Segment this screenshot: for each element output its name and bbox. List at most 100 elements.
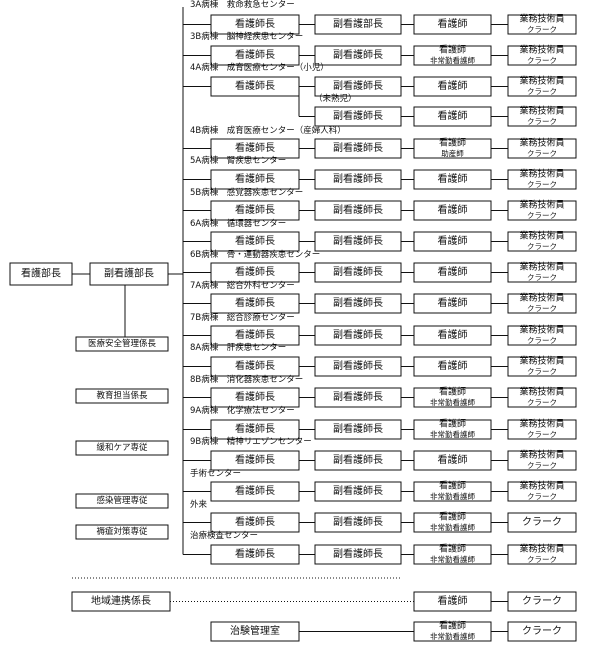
clerk-box-label: 業務技術員 xyxy=(519,199,564,211)
unit-name: 3A病棟 救命救急センター xyxy=(190,0,295,10)
deputy-head-label: 副看護師長 xyxy=(333,141,383,154)
deputy-head-label: 副看護師長 xyxy=(333,203,383,216)
clerk-box xyxy=(507,200,577,221)
clerk-box xyxy=(507,512,577,533)
clerk-box xyxy=(507,591,577,612)
unit-name: 7A病棟 総合外科センター xyxy=(190,280,295,291)
clerk-box xyxy=(507,450,577,471)
nurse-box-label: 非常勤看護師 xyxy=(430,631,475,641)
clerk-box-label: 業務技術員 xyxy=(519,449,564,461)
nurse-box-label: 看護師 xyxy=(438,79,468,92)
clerk-box xyxy=(507,481,577,502)
nurse-box-label: 看護師 xyxy=(438,328,468,341)
unit-name: 8B病棟 消化器疾患センター xyxy=(190,374,303,385)
head-nurse-label: 看護師長 xyxy=(235,515,275,528)
unit-name: 8A病棟 肝疾患センター xyxy=(190,342,286,353)
unit-name: 3B病棟 脳神経疾患センター xyxy=(190,31,303,42)
head-nurse-label: 看護師長 xyxy=(235,17,275,30)
unit-name: 9B病棟 精神リエゾンセンター xyxy=(190,436,312,447)
clerk-box-label: クラーク xyxy=(527,149,557,158)
nurse-box-label: 非常勤看護師 xyxy=(430,491,475,501)
nurse-box-label: 看護師 xyxy=(438,109,468,122)
unit-name: 手術センター xyxy=(190,468,241,479)
clerk-box xyxy=(507,138,577,159)
head-nurse-label: 看護師長 xyxy=(235,172,275,185)
nurse-box-label: 看護師 xyxy=(438,453,468,466)
deputy-head-label: 副看護師長 xyxy=(333,48,383,61)
staff-role-box xyxy=(75,336,169,352)
nurse-box-label: 非常勤看護師 xyxy=(430,522,475,532)
staff-role-label: 緩和ケア専従 xyxy=(96,442,148,453)
nurse-box-label: 看護師 xyxy=(439,543,466,555)
clerk-box xyxy=(507,231,577,252)
nurse-box-label: 非常勤看護師 xyxy=(430,397,475,407)
unit-name: 4A病棟 成育医療センター（小児） xyxy=(190,62,329,73)
head-nurse-label: 看護師長 xyxy=(235,547,275,560)
clerk-box-label: クラーク xyxy=(522,595,562,607)
deputy-head-label: 副看護師長 xyxy=(333,265,383,278)
unit-name: （未熟児） xyxy=(314,93,357,104)
clerk-box-label: クラーク xyxy=(527,430,557,439)
clerk-box-label: 業務技術員 xyxy=(519,230,564,242)
deputy-head-label: 副看護師長 xyxy=(333,328,383,341)
unit-name: 5A病棟 腎疾患センター xyxy=(190,155,286,166)
clerk-box-label: 業務技術員 xyxy=(519,44,564,56)
head-nurse-label: 看護師長 xyxy=(235,265,275,278)
nurse-box-label: 看護師 xyxy=(439,418,466,430)
nurse-box-label: 非常勤看護師 xyxy=(430,554,475,564)
clerk-box-label: 業務技術員 xyxy=(519,543,564,555)
deputy-head-label: 副看護師長 xyxy=(333,453,383,466)
clerk-box-label: クラーク xyxy=(527,398,557,407)
clerk-box xyxy=(507,325,577,346)
clerk-box-label: 業務技術員 xyxy=(519,355,564,367)
nurse-box-label: 看護師 xyxy=(438,594,468,607)
unit-name: 6B病棟 骨・運動器疾患センター xyxy=(190,249,320,260)
nurse-box-label: 非常勤看護師 xyxy=(430,55,475,65)
nurse-box-label: 看護師 xyxy=(438,203,468,216)
clerk-box-label: クラーク xyxy=(527,304,557,313)
nurse-box-label: 助産師 xyxy=(441,148,464,158)
clerk-box-label: 業務技術員 xyxy=(519,386,564,398)
staff-role-label: 教育担当係長 xyxy=(96,390,148,401)
deputy-head-label: 副看護師長 xyxy=(333,390,383,403)
nurse-box-label: 看護師 xyxy=(439,480,466,492)
nurse-box-label: 看護師 xyxy=(438,234,468,247)
staff-role-box xyxy=(75,388,169,404)
head-nurse-label: 看護師長 xyxy=(235,48,275,61)
deputy-head-label: 副看護師長 xyxy=(333,422,383,435)
unit-name: 7B病棟 総合診療センター xyxy=(190,312,295,323)
clerk-box-label: 業務技術員 xyxy=(519,292,564,304)
deputy-head-label: 副看護師長 xyxy=(333,484,383,497)
clerk-box xyxy=(507,262,577,283)
head-nurse-label: 看護師長 xyxy=(235,79,275,92)
nurse-box-label: 看護師 xyxy=(439,44,466,56)
trial-office-label: 治験管理室 xyxy=(230,624,280,637)
head-nurse-label: 看護師長 xyxy=(235,390,275,403)
nurse-box-label: 看護師 xyxy=(439,386,466,398)
nurse-box-label: 看護師 xyxy=(438,172,468,185)
deputy-head-label: 副看護師長 xyxy=(333,234,383,247)
clerk-box-label: クラーク xyxy=(527,180,557,189)
clerk-box-label: 業務技術員 xyxy=(519,105,564,117)
head-nurse-label: 看護師長 xyxy=(235,484,275,497)
clerk-box xyxy=(507,14,577,35)
clerk-box-label: 業務技術員 xyxy=(519,137,564,149)
clerk-box-label: 業務技術員 xyxy=(519,480,564,492)
nurse-box-label: 看護師 xyxy=(439,511,466,523)
staff-role-box xyxy=(75,493,169,509)
clerk-box xyxy=(507,544,577,565)
clerk-box xyxy=(507,387,577,408)
clerk-box xyxy=(507,419,577,440)
clerk-box xyxy=(507,76,577,97)
nurse-box-label: 看護師 xyxy=(438,296,468,309)
nurse-box-label: 看護師 xyxy=(438,359,468,372)
deputy-head-label: 副看護師長 xyxy=(333,515,383,528)
clerk-box-label: 業務技術員 xyxy=(519,261,564,273)
community-label: 地域連携係長 xyxy=(91,594,151,607)
clerk-box-label: クラーク xyxy=(527,25,557,34)
clerk-box-label: 業務技術員 xyxy=(519,168,564,180)
clerk-box-label: 業務技術員 xyxy=(519,13,564,25)
clerk-box-label: クラーク xyxy=(527,242,557,251)
unit-name: 5B病棟 感覚器疾患センター xyxy=(190,187,303,198)
